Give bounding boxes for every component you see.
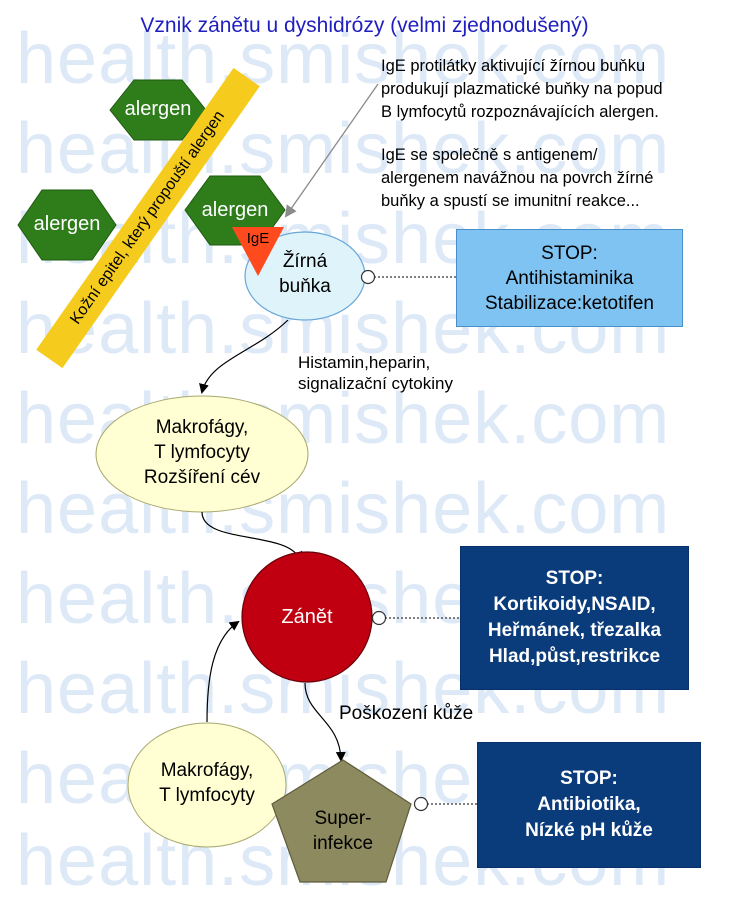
inhibition-endpoint (360, 269, 376, 285)
edge-vasodilation (201, 511, 303, 562)
stop-box-antihistamines: STOP: Antihistaminika Stabilizace:ketoti… (456, 229, 683, 327)
note-line: buňky a spustí se imunitní reakce... (381, 192, 640, 210)
macrophages-label-line: T lymfocyty (154, 442, 250, 463)
stop-line: Kortikoidy,NSAID, (493, 594, 656, 615)
stop-line: STOP: (560, 768, 618, 789)
epithelium-band (36, 67, 260, 369)
superinfection-label: Super- infekce (288, 806, 398, 856)
mast-cell-label-line: Žírná (282, 251, 328, 272)
macrophages-label-line: Makrofágy, (160, 760, 254, 781)
mast-cell-label: Žírná buňka (250, 249, 360, 299)
note-paragraph-ige-origin: IgE protilátky aktivující žírnou buňku p… (381, 55, 663, 124)
inhibition-endpoint (413, 796, 429, 812)
edge-histamine (199, 319, 289, 394)
edge-label-line: Histamin,heparin, (298, 353, 431, 372)
note-line: IgE protilátky aktivující žírnou buňku (381, 57, 646, 75)
superinfection-label-line: Super- (314, 808, 372, 829)
macrophages-label: Makrofágy, T lymfocyty Rozšíření cév (100, 415, 304, 490)
stop-line: Stabilizace:ketotifen (485, 292, 654, 314)
stop-line: Hlad,půst,restrikce (488, 646, 661, 667)
macrophages-ellipse (127, 722, 287, 848)
stop-box-corticoids: STOP: Kortikoidy,NSAID, Heřmánek, třezal… (460, 546, 689, 690)
macrophages-label-line: Rozšíření cév (143, 467, 261, 488)
note-line: IgE se společně s antigenem/ (381, 146, 598, 164)
stop-line: Antibiotika, (537, 794, 641, 815)
note-paragraph-ige-binding: IgE se společně s antigenem/ alergenem n… (381, 144, 653, 213)
edge-feedback (206, 620, 240, 723)
ige-label: IgE (246, 230, 270, 247)
inhibition-endpoint (371, 610, 387, 626)
macrophages-label-line: Makrofágy, (155, 417, 249, 438)
edge-skin-damage (304, 682, 346, 762)
stop-line: Antihistaminika (505, 267, 634, 289)
edge-label-line: signalizační cytokiny (298, 374, 453, 393)
allergen-label: alergen (201, 199, 269, 221)
edge-label-histamine: Histamin,heparin, signalizační cytokiny (298, 352, 453, 394)
stop-line: Nízké pH kůže (525, 820, 653, 841)
mast-cell-label-line: buňka (279, 276, 331, 297)
allergen-hexagon (17, 189, 117, 261)
ige-triangle (232, 227, 284, 276)
superinfection-pentagon (271, 759, 412, 883)
note-arrow (284, 83, 379, 218)
note-line: B lymfocytů rozpoznávajících alergen. (381, 103, 659, 121)
stop-line: STOP: (541, 242, 598, 264)
edge-label-skin-damage: Poškození kůže (339, 703, 474, 724)
allergen-label: alergen (124, 98, 192, 120)
stop-line: Heřmánek, třezalka (487, 620, 662, 641)
macrophages-label-line: T lymfocyty (159, 785, 255, 806)
superinfection-label-line: infekce (312, 833, 374, 854)
allergen-label: alergen (33, 213, 101, 235)
diagram-title: Vznik zánětu u dyshidrózy (velmi zjednod… (140, 14, 589, 37)
note-line: produkují plazmatické buňky na popud (381, 80, 663, 98)
macrophages-label: Makrofágy, T lymfocyty (130, 758, 284, 808)
stop-line: STOP: (545, 568, 604, 589)
watermark: health.smishek.com (16, 19, 671, 99)
stop-box-antibiotics: STOP: Antibiotika, Nízké pH kůže (477, 742, 701, 868)
note-line: alergenem navážnou na povrch žírné (381, 169, 654, 187)
inflammation-label: Zánět (281, 606, 333, 628)
